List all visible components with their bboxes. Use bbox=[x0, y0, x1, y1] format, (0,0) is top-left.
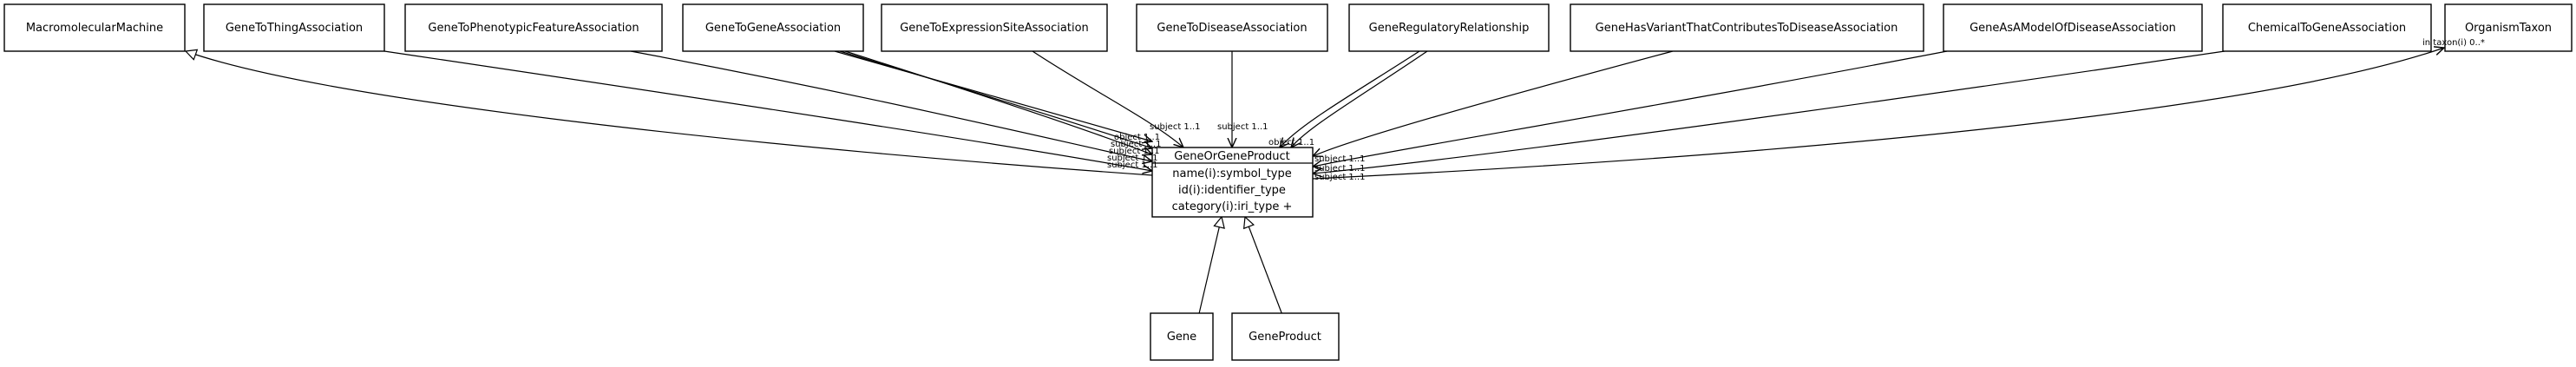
class-gene-to-thing-association[interactable]: GeneToThingAssociation bbox=[203, 3, 385, 52]
edge-label-in-taxon: in taxon(i) 0..* bbox=[2422, 38, 2485, 48]
attribute-id: id(i):identifier_type bbox=[1178, 184, 1286, 197]
edge-gene-to-expression-site-association-subject bbox=[1032, 50, 1183, 147]
edge-gene-has-variant-subject bbox=[1313, 50, 1674, 156]
class-gene-to-expression-site-association[interactable]: GeneToExpressionSiteAssociation bbox=[881, 3, 1108, 52]
edge-gene-to-thing-association-subject bbox=[383, 50, 1152, 171]
edge-gene-to-gene-association-subject-2 bbox=[844, 50, 1152, 154]
class-name: OrganismTaxon bbox=[2465, 22, 2552, 35]
attribute-name: name(i):symbol_type bbox=[1172, 167, 1292, 180]
class-gene-to-disease-association[interactable]: GeneToDiseaseAssociation bbox=[1136, 3, 1328, 52]
class-name: GeneHasVariantThatContributesToDiseaseAs… bbox=[1596, 22, 1898, 35]
class-name: GeneToDiseaseAssociation bbox=[1157, 22, 1307, 35]
class-name: GeneToGeneAssociation bbox=[705, 22, 841, 35]
class-name: MacromolecularMachine bbox=[26, 22, 163, 35]
class-name: ChemicalToGeneAssociation bbox=[2248, 22, 2406, 35]
class-gene-as-a-model-of-disease-association[interactable]: GeneAsAModelOfDiseaseAssociation bbox=[1943, 3, 2203, 52]
class-name: GeneAsAModelOfDiseaseAssociation bbox=[1970, 22, 2176, 35]
edge-label-left-1: subject 1..1 bbox=[1111, 140, 1162, 149]
edge-macromolecular-machine-generalization bbox=[186, 51, 1153, 176]
edge-chemical-to-gene-association-object bbox=[1313, 50, 2225, 174]
edge-label-right-1: subject 1..1 bbox=[1314, 154, 1366, 164]
edge-gene-to-gene-association-object bbox=[834, 50, 1152, 141]
class-name: GeneOrGeneProduct bbox=[1174, 150, 1290, 163]
class-name: GeneToExpressionSiteAssociation bbox=[900, 22, 1089, 35]
edge-gene-regulatory-relationship-subject bbox=[1291, 50, 1428, 147]
class-gene-product[interactable]: GeneProduct bbox=[1231, 312, 1340, 361]
edge-label-left-2: subject 1..1 bbox=[1109, 147, 1160, 156]
edge-gene-to-gene-association-subject bbox=[839, 50, 1152, 148]
class-name: GeneToPhenotypicFeatureAssociation bbox=[428, 22, 639, 35]
edge-in-taxon bbox=[1312, 48, 2444, 180]
edge-gene-to-phenotypic-feature-association-subject bbox=[630, 50, 1152, 161]
class-gene-or-gene-product[interactable]: GeneOrGeneProduct name(i):symbol_type id… bbox=[1151, 147, 1314, 218]
class-name: GeneProduct bbox=[1249, 331, 1321, 344]
class-gene-to-gene-association[interactable]: GeneToGeneAssociation bbox=[682, 3, 864, 52]
class-macromolecular-machine[interactable]: MacromolecularMachine bbox=[3, 3, 186, 52]
edge-label-right-2: subject 1..1 bbox=[1314, 164, 1366, 174]
edge-label-right-3: subject 1..1 bbox=[1314, 173, 1366, 182]
edge-gene-regulatory-relationship-object bbox=[1280, 50, 1420, 147]
class-gene-regulatory-relationship[interactable]: GeneRegulatoryRelationship bbox=[1348, 3, 1550, 52]
class-organism-taxon[interactable]: OrganismTaxon bbox=[2444, 3, 2573, 52]
edge-label-gene-to-disease-subject: subject 1..1 bbox=[1217, 122, 1268, 132]
class-chemical-to-gene-association[interactable]: ChemicalToGeneAssociation bbox=[2222, 3, 2432, 52]
edge-labels: subject 1..1 subject 1..1 in taxon(i) 0.… bbox=[1107, 38, 2485, 182]
edge-label-right-0: object 1..1 bbox=[1268, 138, 1314, 147]
edge-label-left-3: subject 1..1 bbox=[1107, 154, 1158, 163]
class-name: GeneToThingAssociation bbox=[226, 22, 363, 35]
class-gene[interactable]: Gene bbox=[1150, 312, 1214, 361]
edge-gene-product-generalization bbox=[1245, 217, 1283, 316]
edge-gene-as-a-model-of-disease-subject bbox=[1313, 50, 1948, 167]
edge-label-gene-to-expression-site-subject: subject 1..1 bbox=[1150, 122, 1201, 132]
edge-label-left-0: object 1..1 bbox=[1114, 133, 1160, 142]
edges bbox=[186, 48, 2444, 359]
class-gene-has-variant-that-contributes-to-disease-association[interactable]: GeneHasVariantThatContributesToDiseaseAs… bbox=[1570, 3, 1924, 52]
class-name: GeneRegulatoryRelationship bbox=[1369, 22, 1530, 35]
attribute-category: category(i):iri_type + bbox=[1172, 200, 1293, 213]
class-gene-to-phenotypic-feature-association[interactable]: GeneToPhenotypicFeatureAssociation bbox=[404, 3, 663, 52]
class-name: Gene bbox=[1167, 331, 1196, 344]
edge-label-left-4: subject 1..1 bbox=[1107, 161, 1158, 170]
